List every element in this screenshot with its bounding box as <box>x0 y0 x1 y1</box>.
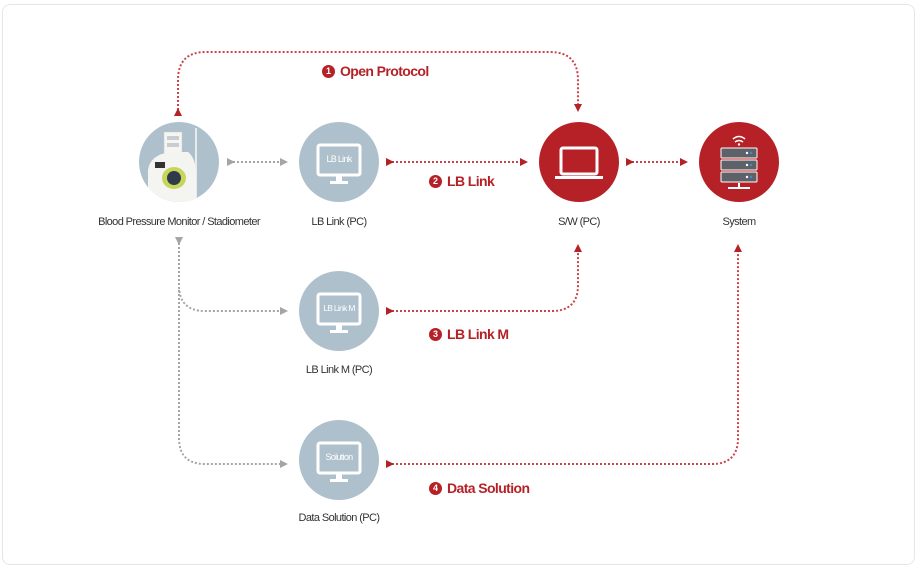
protocol-datasolution: 4 Data Solution <box>429 480 530 496</box>
number-badge: 1 <box>322 64 335 78</box>
lblinkm-node <box>299 271 379 351</box>
number-badge: 2 <box>429 174 442 188</box>
datasolution-screen-text: Solution <box>325 452 354 462</box>
arrow-open-protocol <box>174 51 582 116</box>
swpc-label: S/W (PC) <box>558 216 600 228</box>
arrow-device-datasolution <box>178 290 288 468</box>
system-label: System <box>722 216 756 228</box>
lblinkm-screen-text: LB Link M <box>323 303 355 313</box>
arrow-datasolution-system <box>386 244 742 468</box>
monitor-icon <box>316 441 362 482</box>
blood-pressure-monitor-icon <box>148 128 197 202</box>
arrow-device-lblinkm <box>175 237 288 315</box>
protocol-label: LB Link <box>447 173 495 189</box>
system-node <box>699 122 779 202</box>
swpc-node <box>539 122 619 202</box>
device-node <box>139 122 219 202</box>
datasolution-node <box>299 420 379 500</box>
server-icon <box>720 135 758 189</box>
lblink-screen-text: LB Link <box>326 154 352 164</box>
datasolution-label: Data Solution (PC) <box>298 512 381 524</box>
lblink-label: LB Link (PC) <box>311 216 367 228</box>
device-label: Blood Pressure Monitor / Stadiometer <box>98 216 260 228</box>
number-badge: 4 <box>429 481 442 495</box>
protocol-label: Open Protocol <box>340 63 429 79</box>
monitor-icon <box>316 292 362 333</box>
lblinkm-label: LB Link M (PC) <box>305 364 373 376</box>
arrow-lblinkm-sw <box>386 244 582 315</box>
laptop-icon <box>555 146 603 179</box>
number-badge: 3 <box>429 327 442 341</box>
monitor-icon <box>316 143 362 184</box>
protocol-lblinkm: 3 LB Link M <box>429 326 509 342</box>
lblink-node <box>299 122 379 202</box>
protocol-label: LB Link M <box>447 326 509 342</box>
protocol-open-protocol: 1 Open Protocol <box>322 63 429 79</box>
protocol-label: Data Solution <box>447 480 530 496</box>
protocol-lblink: 2 LB Link <box>429 173 495 189</box>
